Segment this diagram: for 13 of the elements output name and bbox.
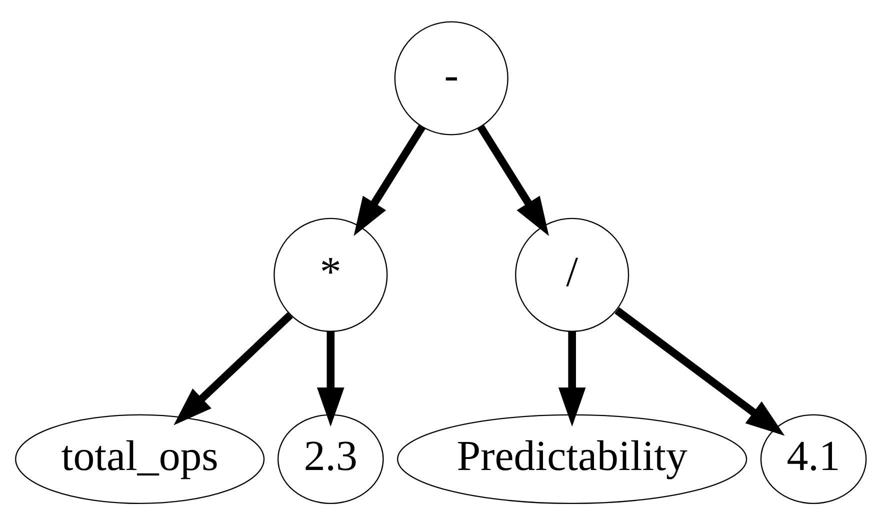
arrow [174,312,293,426]
node-circle: / [515,218,630,332]
node-ellipse: 2.3 [277,414,384,504]
node-circle: - [394,21,508,136]
node-ellipse: total_ops [15,414,265,504]
arrow [558,331,586,427]
arrow [354,124,426,236]
node-ellipse: 4.1 [760,414,867,504]
arrow [316,331,344,427]
arrow [614,307,785,436]
node-circle: * [274,218,388,332]
node-ellipse: Predictability [397,414,748,504]
arrow [477,124,549,236]
